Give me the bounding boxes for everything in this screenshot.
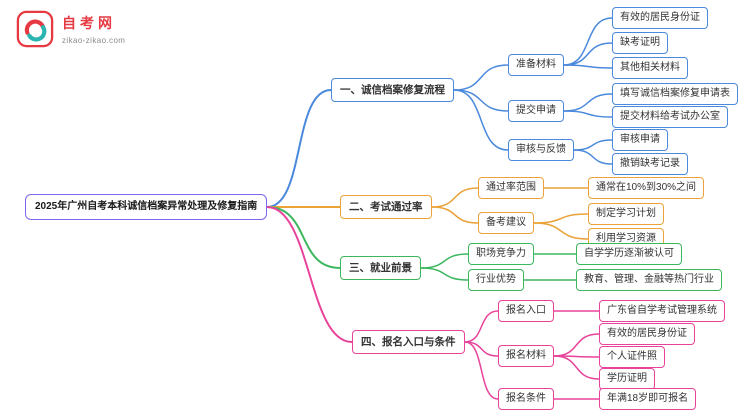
mindmap-node-b3c2a: 教育、管理、金融等热门行业 <box>576 269 722 291</box>
mindmap-node-b3c2: 行业优势 <box>468 269 524 291</box>
mindmap-node-b3: 三、就业前景 <box>340 256 421 280</box>
edge-b1c3-b1c3a <box>573 139 613 151</box>
mindmap-node-b2c2a: 制定学习计划 <box>588 203 664 225</box>
mindmap-node-b4c2c: 学历证明 <box>599 368 655 390</box>
mindmap-node-root: 2025年广州自考本科诚信档案异常处理及修复指南 <box>25 194 268 220</box>
edge-b4c2-b4c2a <box>553 333 600 357</box>
mindmap-node-b1c1a: 有效的居民身份证 <box>612 7 708 29</box>
edge-b4-b4c1 <box>464 310 499 343</box>
mindmap-node-b1c3a: 审核申请 <box>612 129 668 151</box>
mindmap-node-b4c3: 报名条件 <box>498 388 554 410</box>
edge-b1c2-b1c2a <box>563 93 613 112</box>
mindmap-node-b4c2: 报名材料 <box>498 345 554 367</box>
mindmap-node-b2c1a: 通常在10%到30%之间 <box>588 177 705 199</box>
mindmap-node-b1c1b: 缺考证明 <box>612 32 668 54</box>
edge-b1-b1c3 <box>453 89 509 151</box>
mindmap-node-b4c1: 报名入口 <box>498 300 554 322</box>
edge-b4c2-b4c2c <box>553 355 600 380</box>
mindmap-node-b1c1: 准备材料 <box>508 54 564 76</box>
logo-domain: zikao-zikao.com <box>62 36 126 45</box>
edge-b3-b3c2 <box>420 267 469 281</box>
edge-b1c3-b1c3b <box>573 149 613 165</box>
mindmap-node-b3c1: 职场竞争力 <box>468 243 534 265</box>
mindmap-node-b2c2: 备考建议 <box>478 212 534 234</box>
edge-b2c2-b2c2b <box>533 222 589 240</box>
mindmap-node-b4c2b: 个人证件照 <box>599 346 665 368</box>
edge-b2c2-b2c2a <box>533 213 589 224</box>
mindmap-node-b1c3b: 撤销缺考记录 <box>612 153 688 175</box>
site-logo: 自考网 zikao-zikao.com <box>16 10 125 48</box>
edge-b2-b2c2 <box>431 206 479 224</box>
mindmap-node-b4c1a: 广东省自学考试管理系统 <box>599 300 725 322</box>
mindmap-node-b4: 四、报名入口与条件 <box>352 330 465 354</box>
edge-b3-b3c1 <box>420 253 469 269</box>
mindmap-node-b3c1a: 自学学历逐渐被认可 <box>576 243 682 265</box>
mindmap-node-b1c2a: 填写诚信档案修复申请表 <box>612 83 738 105</box>
mindmap-node-b1c1c: 其他相关材料 <box>612 57 688 79</box>
mindmap-node-b2: 二、考试通过率 <box>340 195 432 219</box>
logo-text: 自考网 zikao-zikao.com <box>62 13 125 45</box>
edge-b1-b1c1 <box>453 64 509 91</box>
edge-b2-b2c1 <box>431 187 479 208</box>
edge-root-b3 <box>266 206 341 269</box>
mindmap-node-b1: 一、诚信档案修复流程 <box>331 78 454 102</box>
mindmap-node-b1c3: 审核与反馈 <box>508 139 574 161</box>
logo-brand: 自考网 <box>62 15 116 31</box>
edge-root-b4 <box>266 206 353 343</box>
edge-b1-b1c2 <box>453 89 509 112</box>
mindmap-node-b1c2: 提交申请 <box>508 100 564 122</box>
edge-b1c1-b1c1c <box>563 64 613 69</box>
zikao-logo-icon <box>16 10 54 48</box>
edge-b1c2-b1c2b <box>563 110 613 118</box>
mindmap-node-b4c2a: 有效的居民身份证 <box>599 323 695 345</box>
edge-b1c1-b1c1a <box>563 17 613 66</box>
mindmap-node-b4c3a: 年满18岁即可报名 <box>599 388 697 410</box>
edge-b4-b4c3 <box>464 341 499 400</box>
mindmap-node-b2c1: 通过率范围 <box>478 177 544 199</box>
mindmap-node-b1c2b: 提交材料给考试办公室 <box>612 106 728 128</box>
edge-b1c1-b1c1b <box>563 42 613 66</box>
edge-root-b1 <box>266 89 332 208</box>
